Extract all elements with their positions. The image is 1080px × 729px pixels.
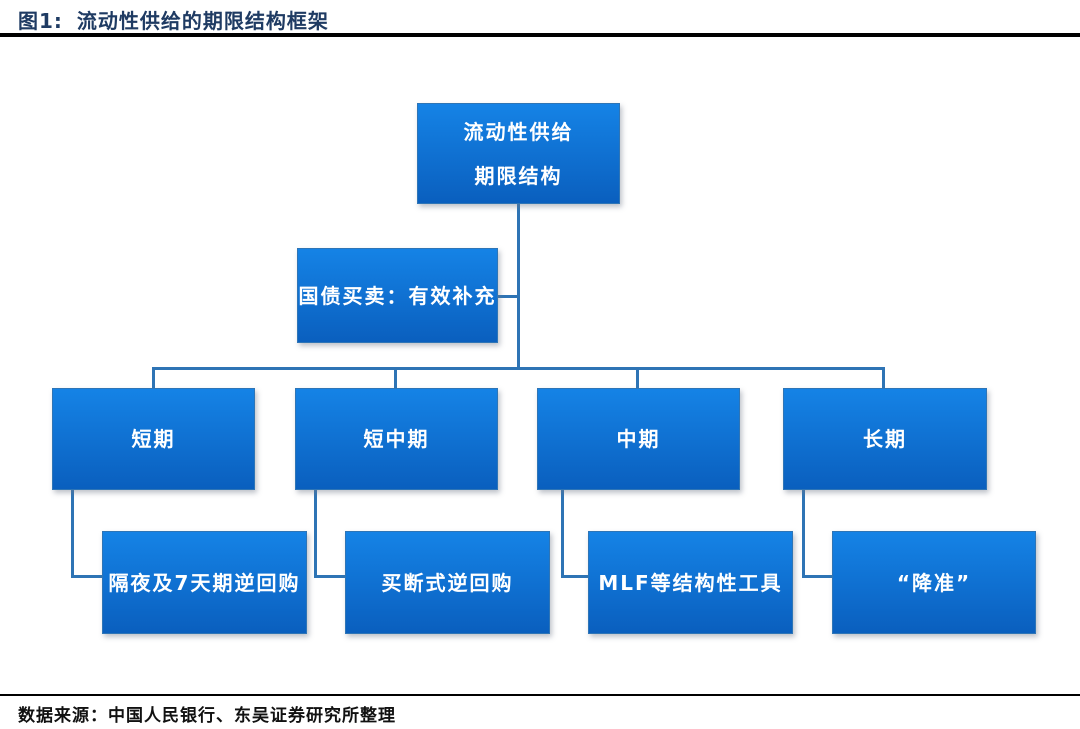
connector-elbow-short-mid-term-h bbox=[314, 575, 346, 578]
connector-root-trunk bbox=[517, 204, 520, 369]
connector-elbow-mid-term-h bbox=[561, 575, 589, 578]
connector-elbow-long-term-v bbox=[802, 490, 805, 578]
node-root: 流动性供给 期限结构 bbox=[417, 103, 620, 204]
node-mid-term-label: 中期 bbox=[616, 427, 661, 451]
node-treasury-trading-supplement: 国债买卖：有效补充 bbox=[297, 248, 498, 343]
node-short-term: 短期 bbox=[52, 388, 255, 490]
connector-stub-short-mid-term bbox=[394, 369, 397, 389]
node-mlf-structural-tools: MLF等结构性工具 bbox=[588, 531, 793, 634]
node-short-mid-term-label: 短中期 bbox=[363, 427, 430, 451]
node-long-term-label: 长期 bbox=[863, 427, 907, 451]
node-rrr-cut: “降准” bbox=[832, 531, 1036, 634]
connector-elbow-short-term-h bbox=[71, 575, 103, 578]
connector-elbow-mid-term-v bbox=[561, 490, 564, 578]
node-mid-term: 中期 bbox=[537, 388, 740, 490]
figure-title: 图1: 流动性供给的期限结构框架 bbox=[18, 5, 329, 34]
figure-number: 图1: bbox=[18, 9, 63, 33]
data-source-note: 数据来源：中国人民银行、东吴证券研究所整理 bbox=[18, 706, 396, 726]
title-divider-rule bbox=[0, 33, 1080, 37]
connector-supplement-to-trunk bbox=[498, 295, 518, 298]
node-root-label-line2: 期限结构 bbox=[474, 163, 563, 188]
node-overnight-7day-reverse-repo-label: 隔夜及7天期逆回购 bbox=[108, 570, 301, 595]
node-rrr-cut-label: “降准” bbox=[896, 570, 972, 595]
source-divider-rule bbox=[0, 694, 1080, 696]
node-long-term: 长期 bbox=[783, 388, 987, 490]
connector-stub-mid-term bbox=[636, 369, 639, 389]
node-overnight-7day-reverse-repo: 隔夜及7天期逆回购 bbox=[102, 531, 307, 634]
connector-elbow-short-mid-term-v bbox=[314, 490, 317, 578]
node-supplement-label: 国债买卖：有效补充 bbox=[298, 283, 497, 308]
connector-stub-short-term bbox=[152, 369, 155, 389]
node-short-term-label: 短期 bbox=[131, 427, 176, 451]
connector-elbow-long-term-h bbox=[802, 575, 833, 578]
node-outright-reverse-repo-label: 买断式逆回购 bbox=[381, 570, 514, 595]
node-mlf-structural-tools-label: MLF等结构性工具 bbox=[598, 570, 783, 595]
node-outright-reverse-repo: 买断式逆回购 bbox=[345, 531, 550, 634]
figure-title-text: 流动性供给的期限结构框架 bbox=[76, 9, 329, 33]
node-short-mid-term: 短中期 bbox=[295, 388, 498, 490]
connector-stub-long-term bbox=[882, 369, 885, 389]
connector-distributor bbox=[152, 367, 885, 370]
node-root-label-line1: 流动性供给 bbox=[463, 119, 574, 144]
connector-elbow-short-term-v bbox=[71, 490, 74, 578]
